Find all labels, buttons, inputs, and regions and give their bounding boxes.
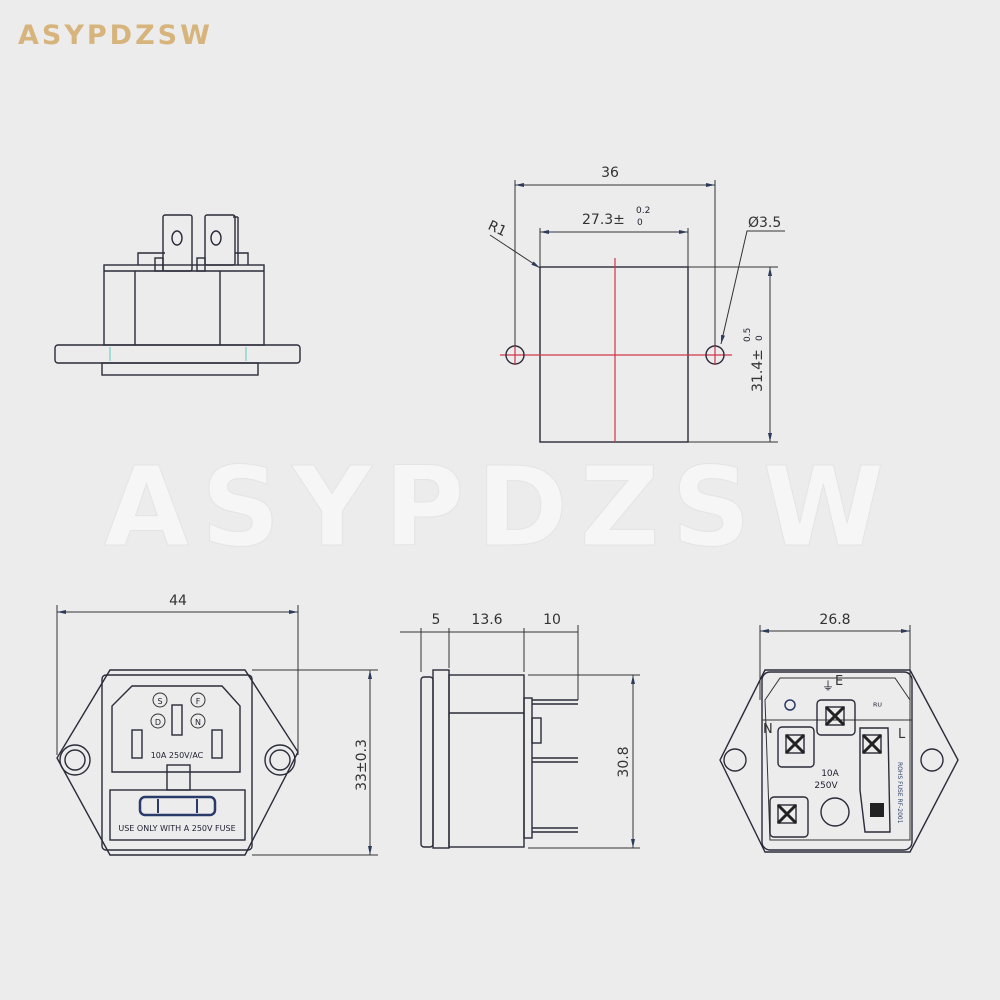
tol-upper: 0.2	[636, 206, 650, 216]
dim-outer-width: 36	[601, 165, 619, 181]
rating-text: 10A 250V/AC	[151, 751, 204, 760]
terminal-live	[859, 727, 891, 833]
cert-mark: F	[196, 697, 201, 706]
fuse-icon	[138, 795, 217, 817]
panel-cutout-view: 36 27.3± 0.2 0 R1 Ø3.5 31.4± 0.5 0	[485, 165, 785, 443]
side-view: 5 13.6 10 30.8	[400, 612, 640, 849]
fuse-warning-text: USE ONLY WITH A 250V FUSE	[118, 824, 235, 833]
rear-view: 26.8 E ⏚ N L 10A 250V ROHS FUSE RF-2001 …	[719, 612, 959, 853]
top-side-view	[54, 214, 301, 376]
dim-hole-diameter: Ø3.5	[748, 215, 781, 231]
cert-mark: N	[195, 718, 201, 727]
terminal-fuse	[769, 796, 809, 838]
neutral-label: N	[763, 722, 773, 737]
dim-cutout-height: 31.4±	[750, 349, 766, 392]
brand-logo: ASYPDZSW	[18, 20, 213, 51]
rating-current: 10A	[821, 769, 839, 779]
fuse-contact	[870, 803, 884, 817]
earth-label: E	[835, 674, 843, 689]
dim-body: 13.6	[471, 612, 502, 628]
terminal-earth	[816, 699, 856, 736]
dim-radius: R1	[485, 218, 509, 240]
rating-voltage: 250V	[814, 781, 838, 791]
part-number-text: ROHS FUSE RF-2001	[896, 762, 903, 824]
earth-symbol-icon: ⏚	[822, 679, 834, 693]
dim-cutout-width: 27.3±	[582, 212, 625, 228]
dim-rear-width: 26.8	[819, 612, 850, 628]
ul-logo-icon: ᴿᵁ	[873, 702, 882, 713]
watermark: ASYPDZSW	[104, 443, 896, 571]
cert-mark: S	[157, 697, 162, 706]
tol-upper: 0.5	[743, 328, 753, 342]
dim-flange: 5	[432, 612, 441, 628]
dim-front-height: 33±0.3	[354, 739, 370, 791]
dim-front-width: 44	[169, 593, 187, 609]
live-label: L	[898, 727, 906, 742]
terminal-neutral	[777, 726, 815, 768]
cert-logo-icon	[784, 699, 796, 711]
tol-lower: 0	[637, 218, 643, 228]
dim-pins: 10	[543, 612, 561, 628]
cert-mark: D	[155, 718, 161, 727]
front-view: 44 USE ONLY WITH A 250V FUSE S F D N 10A…	[56, 593, 378, 856]
dim-side-height: 30.8	[616, 746, 632, 777]
tol-lower: 0	[755, 335, 765, 341]
